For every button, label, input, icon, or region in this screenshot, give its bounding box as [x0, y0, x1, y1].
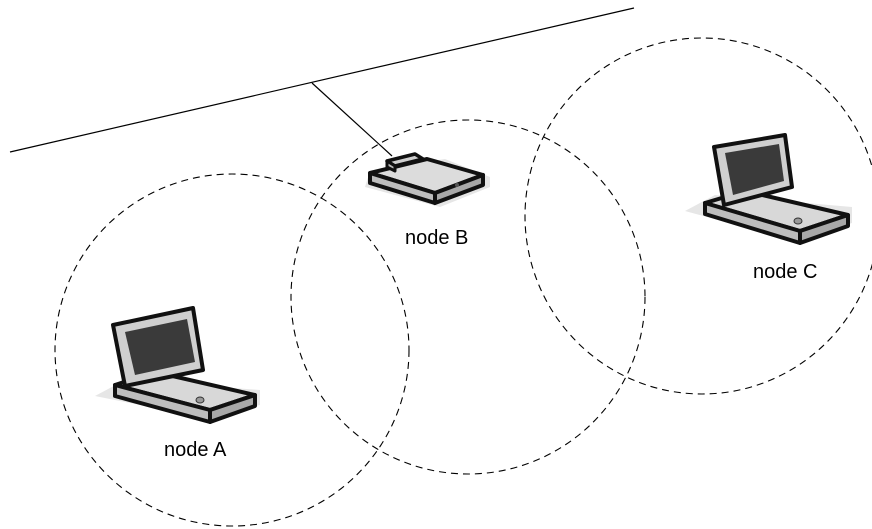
node-c-laptop-icon — [685, 133, 852, 245]
node-a-coverage-range — [54, 173, 410, 527]
wired-backbone-line — [9, 7, 635, 153]
node-b-coverage-range — [290, 119, 646, 475]
node-c-label: node C — [753, 261, 818, 283]
node-b-label: node B — [405, 227, 469, 249]
node-b-access-point-icon — [365, 152, 490, 207]
node-c-coverage-range — [524, 37, 872, 395]
node-a-label: node A — [164, 439, 227, 461]
node-b-uplink-line — [311, 82, 393, 157]
node-a-laptop-icon — [95, 306, 260, 424]
